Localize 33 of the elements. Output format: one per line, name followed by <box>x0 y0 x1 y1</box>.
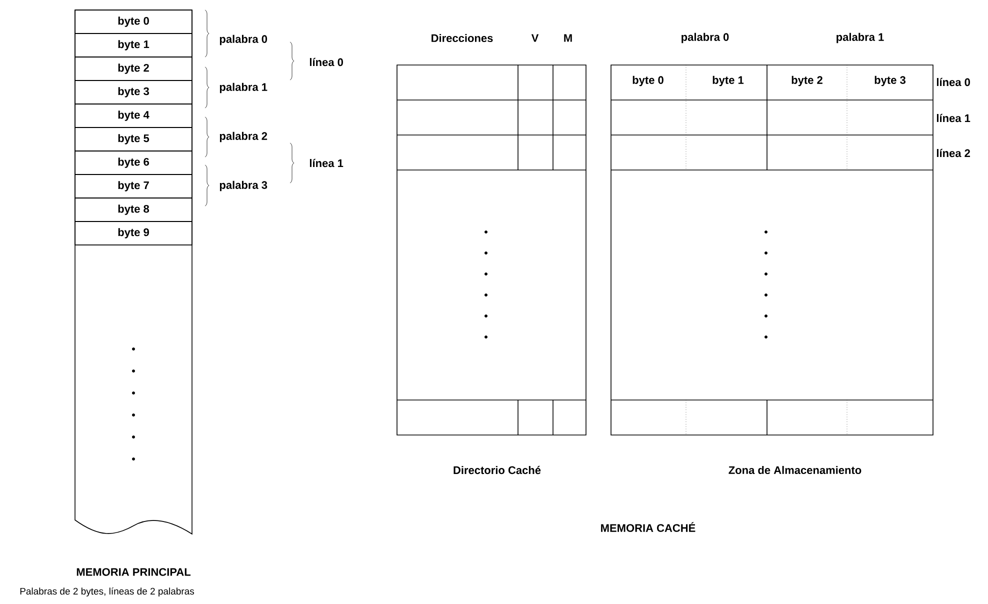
byte-cell: byte 2 <box>74 56 192 81</box>
byte-cell: byte 0 <box>74 10 192 34</box>
column-header: Direcciones <box>432 34 493 42</box>
byte-cell: byte 7 <box>74 174 192 198</box>
byte-cell: byte 9 <box>74 221 192 246</box>
byte-cell: byte 3 <box>874 76 906 86</box>
byte-cell: byte 4 <box>74 104 192 128</box>
text-label: línea 0 <box>936 78 970 86</box>
byte-cell: byte 6 <box>74 150 192 175</box>
text-label: palabra 3 <box>220 180 268 192</box>
byte-cell: byte 1 <box>712 76 744 86</box>
column-header: V <box>531 34 539 42</box>
text-label: línea 0 <box>310 58 343 66</box>
column-header: M <box>564 34 572 42</box>
table-caption: Zona de Almacenamiento <box>728 466 862 474</box>
text-label: línea 1 <box>936 114 970 122</box>
byte-cell: byte 1 <box>74 33 192 58</box>
byte-cell: byte 8 <box>74 198 192 222</box>
table-caption: Directorio Caché <box>454 466 541 474</box>
byte-cell: byte 2 <box>792 76 822 86</box>
byte-cell: byte 5 <box>74 127 192 152</box>
text-label: palabra 1 <box>220 82 268 94</box>
column-heading: MEMORIA PRINCIPAL <box>76 568 191 576</box>
text-label: línea 2 <box>936 148 970 158</box>
column-header: palabra 0 <box>682 32 729 44</box>
byte-cell: byte 3 <box>74 80 192 104</box>
column-header: palabra 1 <box>836 32 884 44</box>
text-label: MEMORIA CACHÉ <box>601 522 696 532</box>
text-label: palabra 0 <box>220 34 268 46</box>
text-label: línea 1 <box>310 158 344 168</box>
caption: Palabras de 2 bytes, líneas de 2 palabras <box>20 588 194 596</box>
text-label: palabra 2 <box>220 132 268 142</box>
byte-cell: byte 0 <box>632 76 664 86</box>
